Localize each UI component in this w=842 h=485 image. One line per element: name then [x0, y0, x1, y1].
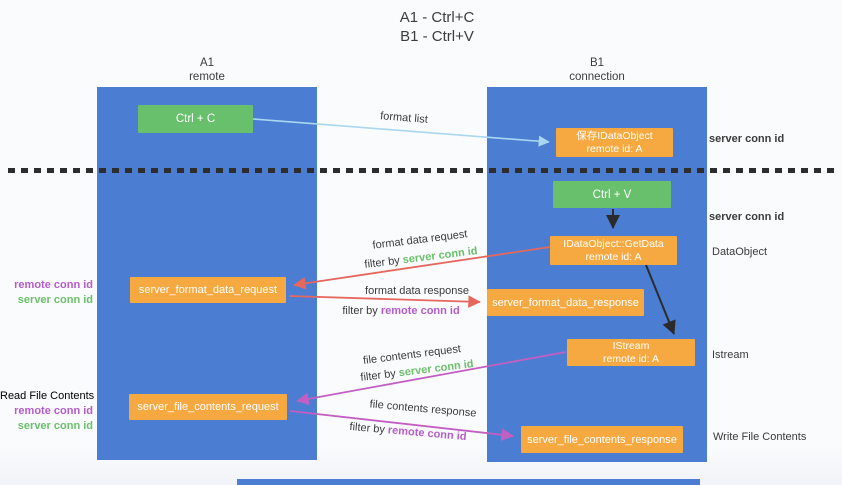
node-save-line2: remote id: A — [586, 142, 643, 155]
node-getdata-line2: remote id: A — [585, 250, 642, 263]
title-line-2: B1 - Ctrl+V — [400, 28, 474, 45]
node-fmt-resp-label: server_format_data_response — [492, 296, 639, 309]
dotted-divider-line — [8, 168, 838, 173]
filter-by-text: filter by — [359, 367, 400, 384]
node-ctrl-v: Ctrl + V — [553, 181, 671, 208]
label-dataobject: DataObject — [712, 246, 768, 258]
left-conn-id-group-top: remote conn id server conn id — [0, 278, 93, 308]
lane-right-subtitle: connection — [569, 71, 625, 83]
server-conn-id-text: server conn id — [402, 245, 479, 267]
filter-by-text: filter by — [342, 305, 381, 317]
lane-right-title: B1 — [589, 57, 605, 69]
node-server-file-contents-request: server_file_contents_request — [129, 394, 287, 420]
left-read-file-group: Read File Contents remote conn id server… — [0, 389, 95, 434]
node-save-line1: 保存IDataObject — [576, 129, 653, 142]
node-server-format-data-request: server_format_data_request — [130, 277, 286, 303]
label-server-conn-id-left-bottom: server conn id — [17, 420, 93, 432]
label-server-conn-id-right-mid: server conn id — [709, 211, 785, 223]
remote-conn-id-text: remote conn id — [380, 305, 460, 317]
node-ctrl-v-label: Ctrl + V — [592, 188, 632, 201]
lane-header-a1-remote: A1 remote — [97, 56, 317, 84]
label-server-conn-id-left-top: server conn id — [17, 294, 93, 306]
filter-by-text: filter by — [349, 420, 389, 437]
lane-left-title: A1 — [199, 57, 215, 69]
label-istream: Istream — [712, 349, 749, 361]
node-fmt-req-label: server_format_data_request — [138, 284, 278, 296]
node-getdata-line1: IDataObject::GetData — [563, 237, 664, 250]
label-filter-by-remote-conn-id-top: filter by remote conn id — [342, 305, 459, 317]
remote-conn-id-text: remote conn id — [387, 424, 467, 444]
label-filter-by-remote-conn-id-bottom: filter by remote conn id — [349, 421, 467, 443]
label-server-conn-id-right-top: server conn id — [709, 133, 785, 145]
title-line-1: A1 - Ctrl+C — [399, 9, 475, 26]
label-remote-conn-id-left-top: remote conn id — [14, 279, 93, 291]
label-remote-conn-id-left-bottom: remote conn id — [14, 405, 93, 417]
diagram-title: A1 - Ctrl+C B1 - Ctrl+V — [400, 8, 475, 46]
node-server-file-contents-response: server_file_contents_response — [521, 426, 683, 453]
node-istream-line2: remote id: A — [602, 352, 660, 365]
label-format-list: format list — [379, 110, 429, 126]
node-file-resp-label: server_file_contents_response — [527, 433, 677, 446]
filter-by-text: filter by — [363, 254, 404, 271]
node-istream: IStream remote id: A — [567, 339, 695, 366]
bottom-window-edge — [237, 479, 700, 485]
label-format-data-response: format data response — [365, 285, 469, 297]
label-read-file-contents: Read File Contents — [0, 390, 95, 402]
node-file-req-label: server_file_contents_request — [137, 401, 279, 413]
label-file-contents-response: file contents response — [369, 398, 477, 420]
node-idataobject-getdata: IDataObject::GetData remote id: A — [550, 236, 677, 265]
label-write-file-contents: Write File Contents — [713, 431, 807, 443]
node-server-format-data-response: server_format_data_response — [487, 289, 644, 316]
node-ctrl-c: Ctrl + C — [138, 105, 253, 133]
lane-left-subtitle: remote — [189, 71, 225, 83]
node-istream-line1: IStream — [612, 339, 650, 352]
lane-header-b1-connection: B1 connection — [487, 56, 707, 84]
node-save-idataobject: 保存IDataObject remote id: A — [556, 128, 673, 157]
node-ctrl-c-label: Ctrl + C — [175, 113, 216, 125]
